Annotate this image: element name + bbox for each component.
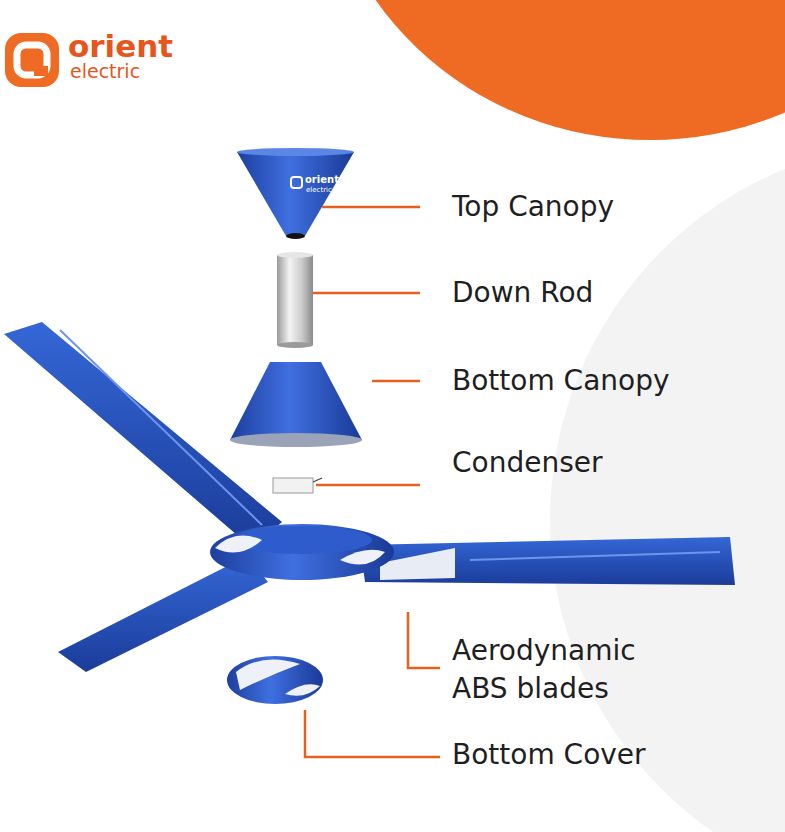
- down-rod-top: [277, 252, 313, 258]
- cover-accent: [285, 684, 320, 696]
- logo-icon-cut: [34, 66, 48, 76]
- leader-line: [316, 484, 420, 487]
- leader-line: [322, 206, 420, 209]
- part-name: Aerodynamic ABS blades: [452, 632, 677, 708]
- bottom-canopy: [230, 362, 362, 440]
- logo-icon-mark: [17, 45, 47, 75]
- top-canopy-hole: [286, 233, 305, 239]
- bottom-cover: [227, 656, 323, 704]
- blade-stripe: [470, 552, 720, 560]
- bottom-canopy-rim: [230, 433, 362, 447]
- leader-line: [313, 292, 420, 295]
- fan-blade: [58, 556, 268, 672]
- leader-line: [305, 710, 440, 757]
- housing-accent: [340, 550, 385, 565]
- canopy-logo-subword: electric: [306, 186, 332, 195]
- condenser-wire: [313, 478, 322, 482]
- part-name: Down Rod: [452, 275, 593, 310]
- part-name: Top Canopy: [452, 189, 614, 224]
- logo-icon: [5, 33, 59, 87]
- top-canopy-rim: [237, 148, 354, 156]
- housing-accent: [215, 536, 262, 553]
- canopy-logo-word: orient: [305, 174, 339, 187]
- leader-line: [408, 612, 440, 668]
- down-rod-bottom: [277, 342, 313, 348]
- top-canopy: [237, 152, 354, 236]
- grey-circle: [550, 140, 785, 832]
- cover-accent: [236, 660, 300, 691]
- leader-line: [372, 380, 420, 383]
- part-name: Bottom Cover: [452, 737, 646, 772]
- down-rod: [277, 255, 313, 345]
- fan-blade: [360, 537, 735, 585]
- blade-stripe: [60, 330, 262, 525]
- part-name: Condenser: [452, 445, 603, 480]
- condenser: [273, 478, 313, 493]
- orange-corner: [320, 0, 785, 140]
- logo-subword: electric: [70, 60, 140, 84]
- part-name: Bottom Canopy: [452, 363, 670, 398]
- motor-housing: [210, 524, 394, 580]
- logo-word: orient: [68, 27, 173, 66]
- canopy-logo-icon: [291, 177, 302, 188]
- fan-blade: [4, 322, 282, 548]
